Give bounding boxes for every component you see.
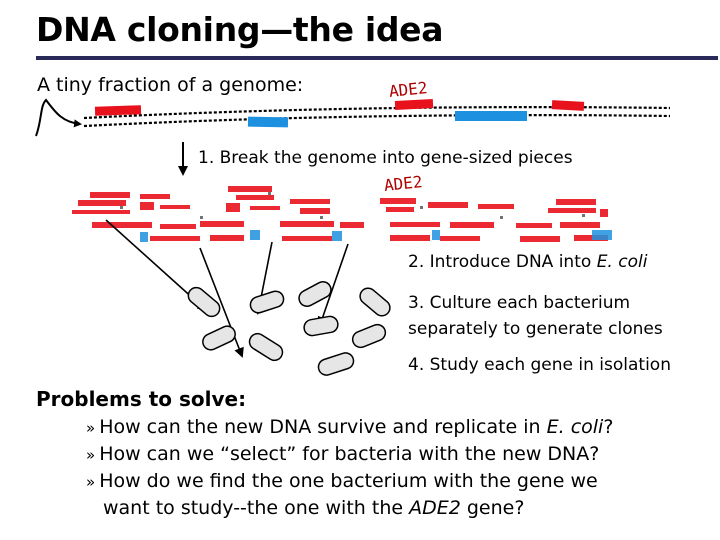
step-3-label: 3. Culture each bacterium separately to …	[408, 290, 708, 342]
step-2-label: 2. Introduce DNA into E. coli	[408, 252, 647, 272]
bacterium	[317, 352, 355, 376]
problems-list: »How can the new DNA survive and replica…	[86, 414, 716, 521]
problem-1-organism: E. coli	[546, 416, 604, 438]
step-3-line-2: separately to generate clones	[408, 319, 663, 339]
genome-label: A tiny fraction of a genome:	[37, 74, 304, 96]
bacterium	[359, 287, 391, 317]
title-divider	[36, 56, 718, 60]
bacterium	[298, 281, 332, 307]
step-2-organism: E. coli	[596, 252, 648, 272]
bacterium	[248, 332, 284, 362]
problem-1-end: ?	[603, 416, 614, 438]
problems-heading: Problems to solve:	[36, 387, 247, 411]
genome-fragments-blue	[140, 230, 612, 242]
bacterium	[351, 323, 387, 349]
problem-2-text: How can we “select” for bacteria with th…	[99, 443, 600, 465]
bullet-icon: »	[86, 473, 96, 491]
gene-block-blue	[247, 116, 289, 128]
bacterium	[202, 325, 236, 351]
problem-1-text: How can the new DNA survive and replicat…	[99, 416, 547, 438]
gene-block-red	[394, 99, 434, 110]
problem-item-2: »How can we “select” for bacteria with t…	[86, 441, 716, 468]
gene-block-red	[551, 100, 585, 111]
problem-3-gene: ADE2	[409, 497, 461, 519]
step-2-text: 2. Introduce DNA into	[408, 252, 597, 272]
step-4-label: 4. Study each gene in isolation	[408, 355, 671, 375]
problem-3-cont-text: want to study--the one with the	[103, 497, 410, 519]
step-3-line-1: 3. Culture each bacterium	[408, 293, 631, 313]
bacteria	[187, 281, 391, 376]
bacterium	[249, 290, 285, 314]
gene-block-blue	[455, 111, 527, 121]
problem-item-3: »How do we find the one bacterium with t…	[86, 468, 716, 495]
problem-item-3-continued: want to study--the one with the ADE2 gen…	[86, 495, 716, 521]
genome-fragments	[72, 186, 608, 242]
step-1-label: 1. Break the genome into gene-sized piec…	[198, 148, 573, 168]
problem-item-1: »How can the new DNA survive and replica…	[86, 414, 716, 441]
problem-3-text: How do we find the one bacterium with th…	[99, 470, 598, 492]
problem-3-cont-end: gene?	[460, 497, 525, 519]
genome-fragments-dots	[120, 192, 585, 219]
bullet-icon: »	[86, 419, 96, 437]
genome-pointer-arrow	[35, 98, 82, 137]
bullet-icon: »	[86, 446, 96, 464]
gene-block-red	[94, 105, 142, 116]
genome-genes	[94, 99, 585, 128]
bacterium	[187, 286, 221, 318]
page-title: DNA cloning—the idea	[36, 10, 444, 49]
bacterium	[303, 315, 339, 337]
